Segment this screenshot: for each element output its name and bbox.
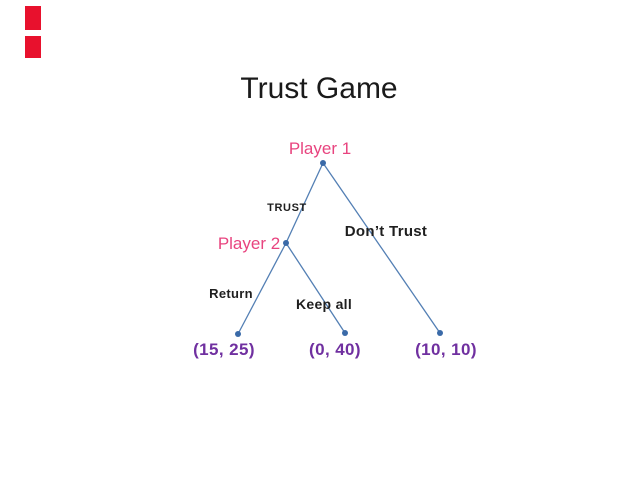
node-outcome-right-dot	[437, 330, 443, 336]
node-player2-dot	[283, 240, 289, 246]
payoff-dont-trust: (10, 10)	[415, 340, 477, 359]
edge-trust	[285, 162, 324, 244]
node-label-player1: Player 1	[288, 139, 352, 158]
action-label-dont-trust: Don’t Trust	[344, 223, 428, 240]
edge-return	[237, 242, 287, 335]
node-outcome-left-dot	[235, 331, 241, 337]
node-player1-dot	[320, 160, 326, 166]
action-label-return: Return	[209, 286, 253, 301]
edge-keep-all	[285, 242, 346, 334]
edge-dont-trust	[322, 162, 441, 334]
action-label-trust: TRUST	[267, 202, 307, 214]
page-title: Trust Game	[240, 72, 398, 105]
red-accent-block-top	[25, 6, 41, 30]
payoff-trust-return: (15, 25)	[193, 340, 255, 359]
node-outcome-middle-dot	[342, 330, 348, 336]
payoff-trust-keep-all: (0, 40)	[309, 340, 361, 359]
action-label-keep-all: Keep all	[295, 296, 353, 312]
red-accent-block-bottom	[25, 36, 41, 58]
node-label-player2: Player 2	[217, 234, 281, 253]
